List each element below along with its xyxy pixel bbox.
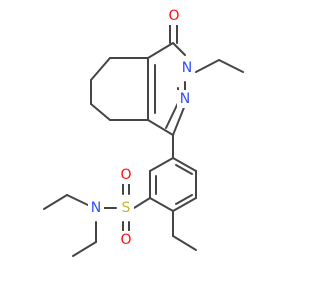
molecule-structure-diagram: O N N S O O N	[43, 7, 244, 257]
atom-label: N	[180, 91, 190, 107]
bond	[172, 197, 197, 212]
bond	[175, 194, 193, 205]
atom-sulfur: S	[118, 199, 134, 217]
atom-sulfonyl-oxygen-bottom: O	[118, 231, 134, 249]
bond	[149, 197, 174, 212]
bond	[195, 59, 220, 73]
bond	[90, 57, 111, 81]
atom-sulfonyl-oxygen-top: O	[118, 166, 134, 184]
bond	[149, 157, 174, 172]
bond	[218, 59, 244, 73]
bond	[147, 119, 174, 136]
bond	[172, 235, 197, 251]
bond	[175, 164, 193, 175]
bond	[172, 157, 197, 172]
bond	[133, 197, 151, 209]
atom-label: O	[168, 8, 179, 24]
atom-amide-nitrogen: N	[88, 199, 104, 217]
atom-label: N	[182, 60, 192, 76]
bond	[172, 104, 186, 136]
atom-ring-nitrogen-top: N	[179, 59, 195, 77]
atom-keto-oxygen: O	[166, 7, 182, 25]
bond	[147, 42, 174, 59]
bond	[172, 42, 186, 56]
bond	[90, 103, 111, 121]
bond-layer	[43, 23, 244, 257]
atom-ring-nitrogen-bottom: N	[177, 90, 193, 108]
atom-label-layer: O N N S O O N	[88, 7, 195, 249]
atom-label: O	[120, 232, 131, 248]
atom-label: N	[91, 200, 101, 216]
bond	[165, 102, 179, 129]
atom-label: O	[120, 167, 131, 183]
bond	[72, 241, 97, 257]
atom-label: S	[122, 200, 131, 216]
bond	[43, 194, 68, 210]
bond	[66, 194, 91, 207]
